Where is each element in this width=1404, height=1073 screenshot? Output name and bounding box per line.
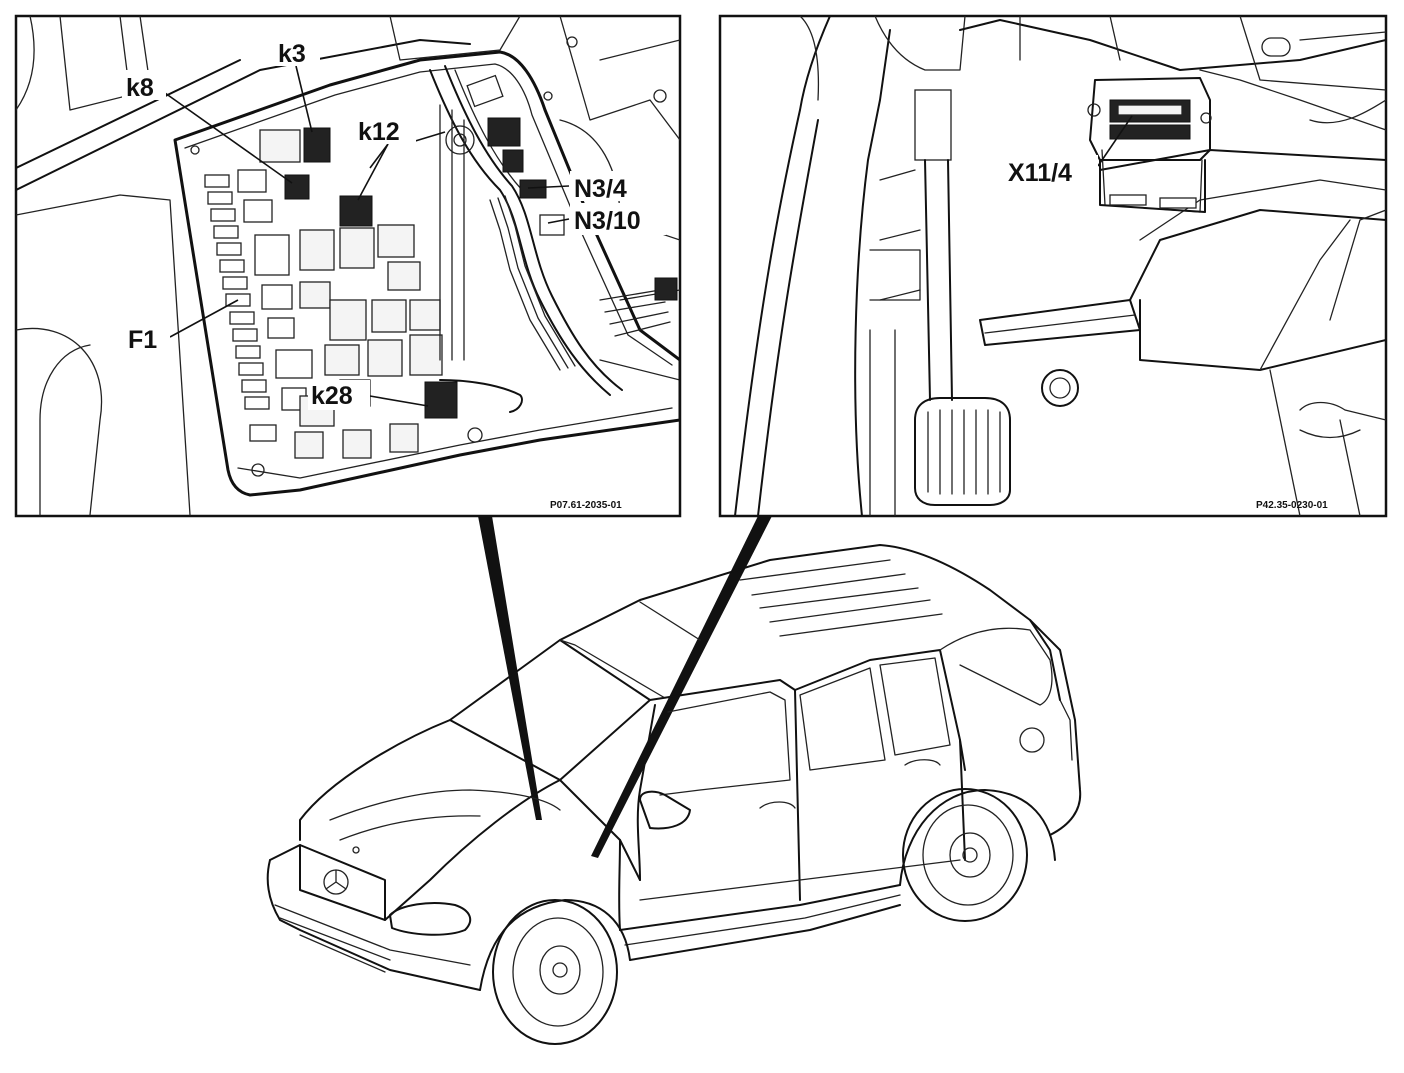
label-x11-4: X11/4	[1008, 159, 1072, 187]
vehicle-illustration	[266, 544, 1082, 1045]
front-wheel-arch	[479, 899, 631, 991]
label-n3-10: N3/10	[574, 207, 641, 235]
connector-panel: X11/4 P42.35-0230-01	[718, 14, 1388, 518]
figure-code-left: P07.61-2035-01	[550, 500, 622, 511]
left-leader-lines	[164, 65, 570, 407]
leader-x11-4	[1097, 115, 1133, 167]
control-module-n3-4	[519, 179, 547, 199]
label-n3-4: N3/4	[574, 175, 627, 203]
label-k28: k28	[311, 382, 353, 410]
wiring-harness	[190, 65, 678, 477]
pointer-to-footwell	[591, 516, 772, 858]
relay-k12	[339, 195, 373, 227]
fuse-rows	[204, 169, 313, 442]
relay-k8	[284, 174, 310, 200]
vehicle-roof	[559, 544, 1061, 701]
relay-k28	[424, 381, 458, 419]
pedal-bracket	[914, 89, 952, 161]
vehicle-windshield	[449, 639, 651, 781]
figure-code-right: P42.35-0230-01	[1256, 500, 1328, 511]
rear-wheel	[902, 788, 1028, 922]
relay-k3	[303, 127, 331, 163]
label-k12: k12	[358, 118, 400, 146]
front-wheel	[492, 899, 618, 1045]
label-k8: k8	[126, 74, 154, 102]
footwell-drawing	[734, 16, 1386, 516]
connector-panel-frame	[718, 14, 1388, 518]
brake-pedal-pad	[914, 397, 1011, 506]
vehicle-hood-left	[299, 719, 451, 841]
fuse-box-panel: k8 k3 k12 N3/4 N3/10 F1 k28 P07.61-2035-…	[14, 14, 682, 518]
label-f1: F1	[128, 326, 157, 354]
vehicle-mirror	[639, 790, 691, 830]
label-k3: k3	[278, 40, 306, 68]
rear-wheel-arch	[899, 789, 1056, 886]
harness-connector-upper	[487, 117, 521, 147]
control-module-n3-10	[539, 214, 565, 236]
vehicle-grille	[299, 844, 386, 921]
pointer-to-engine-bay	[478, 516, 542, 820]
vehicle-headlight	[389, 902, 472, 936]
